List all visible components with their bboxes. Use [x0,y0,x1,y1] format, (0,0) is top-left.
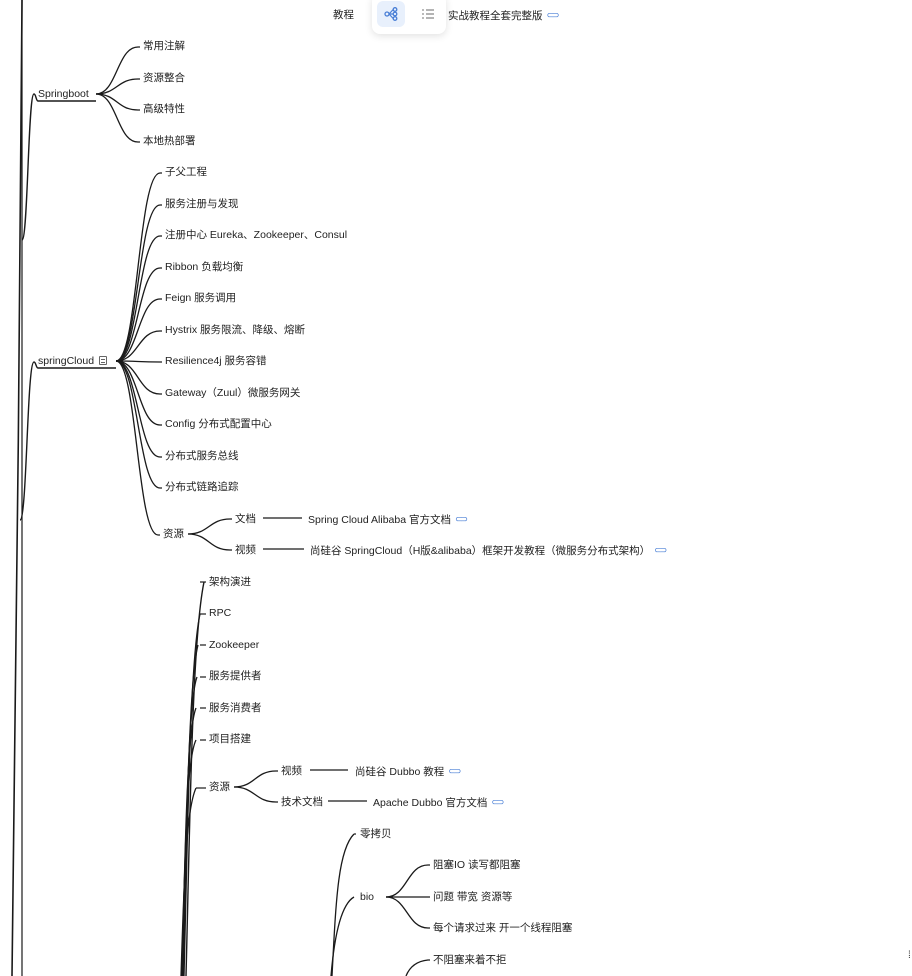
connector-line [385,896,430,929]
node-du-video-link[interactable]: 尚硅谷 Dubbo 教程⊂⊃ [355,766,461,778]
node-sc-ribbon[interactable]: Ribbon 负载均衡 [165,261,244,273]
connector-line [181,739,197,976]
connector-line [187,518,232,535]
node-du-consumer[interactable]: 服务消费者 [209,702,262,714]
connector-line [185,581,205,976]
node-sc-feign[interactable]: Feign 服务调用 [165,292,237,304]
link-icon[interactable]: ⊂⊃ [455,514,468,524]
mindmap-view-button[interactable] [376,1,405,27]
connector-line [115,360,162,426]
connector-line [95,93,140,111]
connector-line [385,864,430,898]
connector-line [115,172,162,362]
connector-line [95,78,140,95]
node-nio-nonblocking[interactable]: 不阻塞来着不拒 [433,954,507,966]
connector-line [331,833,355,976]
node-bio-blocking[interactable]: 阻塞IO 读写都阻塞 [433,859,521,871]
node-du-resources[interactable]: 资源 [209,781,230,793]
node-du-video[interactable]: 视频 [281,765,302,777]
connector-line [187,533,232,551]
connector-line [115,360,162,395]
connector-line [115,267,162,362]
connector-line [115,330,162,362]
node-sc-docs-link[interactable]: Spring Cloud Alibaba 官方文档⊂⊃ [308,514,468,526]
link-icon[interactable]: ⊂⊃ [546,10,560,20]
node-sc-tracing[interactable]: 分布式链路追踪 [165,481,239,493]
view-toggle [372,0,446,34]
node-du-rpc[interactable]: RPC [209,607,232,619]
connector-line [180,787,197,976]
node-du-zookeeper[interactable]: Zookeeper [209,639,260,651]
connector-line [115,360,162,458]
node-du-evolution[interactable]: 架构演进 [209,576,251,588]
link-icon[interactable]: ⊂⊃ [654,545,667,555]
node-springboot-integration[interactable]: 资源整合 [143,72,185,84]
node-io-bio[interactable]: bio [360,891,375,903]
node-bio-problem[interactable]: 问题 带宽 资源等 [433,891,513,903]
connector-line [233,786,278,803]
node-sc-hystrix[interactable]: Hystrix 服务限流、降级、熔断 [165,324,305,336]
connector-line [33,361,116,369]
connector-line [11,0,23,976]
node-sc-registry-center[interactable]: 注册中心 Eureka、Zookeeper、Consul [165,229,348,241]
connector-line [115,235,162,362]
node-sc-video-link[interactable]: 尚硅谷 SpringCloud（H版&alibaba）框架开发教程（微服务分布式… [310,545,667,557]
connector-line [115,360,162,489]
note-icon[interactable] [99,356,108,365]
connector-line [330,896,355,976]
node-sc-resilience4j[interactable]: Resilience4j 服务容错 [165,355,267,367]
node-springboot-hotdeploy[interactable]: 本地热部署 [143,135,196,147]
node-sc-registry[interactable]: 服务注册与发现 [165,198,239,210]
connector-line [183,613,201,976]
node-sc-gateway[interactable]: Gateway（Zuul）微服务网关 [165,387,301,399]
node-sc-resources[interactable]: 资源 [163,528,184,540]
connector-line [95,93,140,143]
node-du-techdoc[interactable]: 技术文档 [281,796,323,808]
node-du-setup[interactable]: 项目搭建 [209,733,251,745]
node-springcloud[interactable]: springCloud [38,354,108,368]
node-sc-video[interactable]: 视频 [235,544,256,556]
outline-view-button[interactable] [414,1,442,27]
link-icon[interactable]: ⊂⊃ [491,797,504,807]
node-springboot-annotations[interactable]: 常用注解 [143,40,185,52]
connector-line [233,770,278,788]
connector-line [21,93,35,241]
connector-line [115,360,160,536]
outline-view-icon [421,9,434,19]
connector-line [33,93,96,102]
node-springboot[interactable]: Springboot [38,88,89,100]
mindmap-view-icon [383,7,397,21]
node-bio-thread[interactable]: 每个请求过来 开一个线程阻塞 [433,922,573,934]
connector-line [405,959,430,976]
node-tutorial[interactable]: 教程 [333,9,354,21]
connector-line [95,46,140,95]
node-du-techdoc-link[interactable]: Apache Dubbo 官方文档⊂⊃ [373,797,505,809]
connector-line [19,361,35,521]
node-du-provider[interactable]: 服务提供者 [209,670,262,682]
connector-line [115,360,162,363]
connector-line [115,204,162,362]
node-tutorial-link[interactable]: 实战教程全套完整版⊂⊃ [448,10,560,22]
edge-indicator: ⁞ [908,950,911,961]
link-icon[interactable]: ⊂⊃ [448,766,461,776]
node-io-zerocopy[interactable]: 零拷贝 [360,828,392,840]
connector-line [115,298,162,362]
node-sc-bus[interactable]: 分布式服务总线 [165,450,239,462]
node-sc-config[interactable]: Config 分布式配置中心 [165,418,272,430]
node-springboot-advanced[interactable]: 高级特性 [143,103,185,115]
node-sc-parent-child[interactable]: 子父工程 [165,166,207,178]
node-sc-docs[interactable]: 文档 [235,513,256,525]
